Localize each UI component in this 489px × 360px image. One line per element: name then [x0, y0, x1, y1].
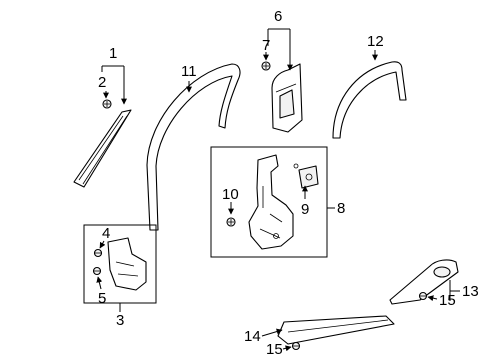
callout-15a: 15: [439, 292, 456, 309]
callout-11: 11: [181, 63, 197, 80]
callout-8: 8: [337, 200, 345, 217]
callout-3: 3: [116, 312, 124, 329]
part-1-a-pillar-garnish: [73, 109, 132, 188]
callout-12: 12: [367, 33, 384, 50]
part-9-anchor-cover: [293, 163, 319, 189]
group-box-8: [210, 146, 328, 258]
part-4-clip: [93, 248, 103, 258]
part-10-clip: [226, 217, 236, 227]
part-12-weatherstrip: [332, 61, 407, 139]
part-15-clip-rear: [418, 291, 428, 301]
callout-14: 14: [244, 328, 261, 345]
part-3-kick-panel: [107, 237, 147, 291]
callout-15b: 15: [266, 341, 283, 358]
part-7-clip: [261, 61, 271, 71]
callout-1: 1: [109, 45, 117, 62]
callout-5: 5: [98, 290, 106, 307]
callout-2: 2: [98, 74, 106, 91]
part-5-clip: [92, 266, 102, 276]
callout-13: 13: [462, 283, 479, 300]
callout-7: 7: [262, 37, 270, 54]
callout-10: 10: [222, 186, 239, 203]
part-2-clip: [102, 99, 112, 109]
part-14-front-scuff-plate: [277, 315, 395, 345]
part-15-clip-front: [291, 341, 301, 351]
callout-4: 4: [102, 225, 110, 242]
part-6-b-pillar-upper-garnish: [271, 63, 303, 133]
part-11-weatherstrip: [146, 63, 241, 231]
callout-9: 9: [301, 201, 309, 218]
callout-6: 6: [274, 8, 282, 25]
part-8-b-pillar-lower-garnish: [248, 154, 294, 250]
part-13-rear-scuff-plate: [389, 259, 459, 305]
